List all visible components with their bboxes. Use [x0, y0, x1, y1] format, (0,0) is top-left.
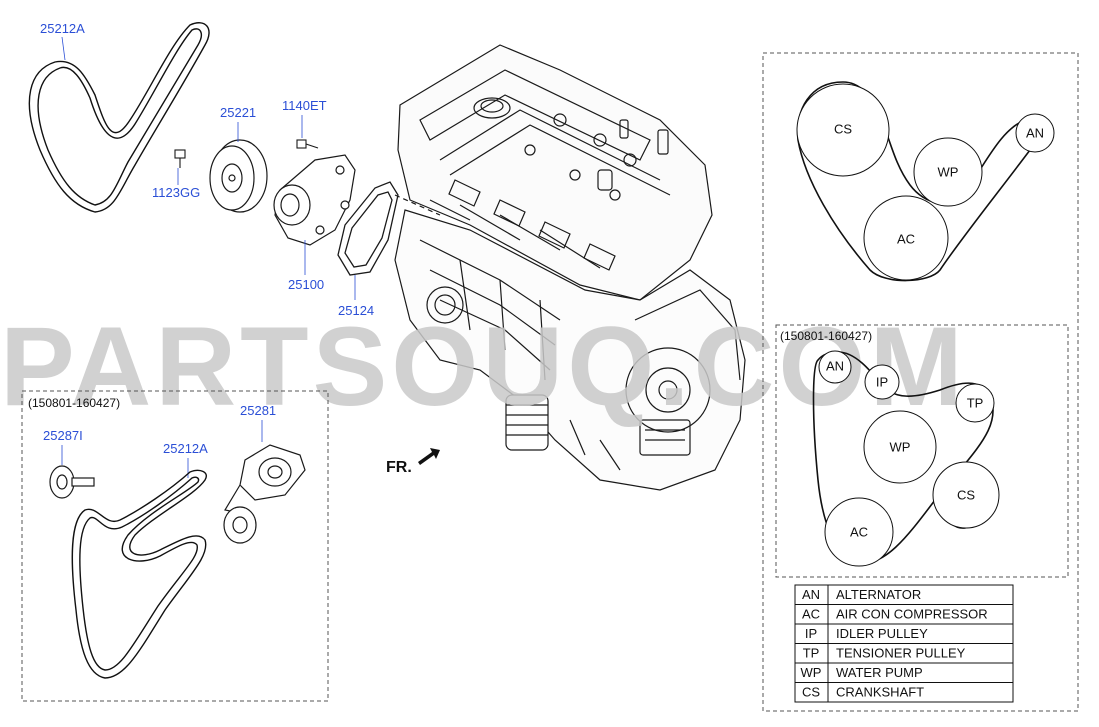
legend-name: AIR CON COMPRESSOR — [836, 607, 988, 622]
legend-abbr: CS — [802, 685, 820, 700]
bolt-1140et-illustration — [296, 139, 319, 149]
water-pump-illustration — [273, 154, 356, 246]
right-mid-date-range: (150801-160427) — [780, 329, 872, 343]
callout-tensioner: 25281 — [240, 403, 276, 418]
legend-abbr: IP — [805, 626, 817, 641]
belt-routing-diagram-mid: AN IP TP WP CS AC — [812, 350, 1000, 567]
leader-belt-top — [61, 36, 66, 61]
callout-belt-lower: 25212A — [163, 441, 208, 456]
right-mid-variant-box — [775, 324, 1069, 578]
callout-bolt-1140: 1140ET — [282, 98, 327, 113]
pulley-label-top-0: CS — [834, 121, 852, 136]
legend-name: ALTERNATOR — [836, 587, 921, 602]
pulley-label-mid-4: CS — [957, 487, 975, 502]
callout-water-pump: 25100 — [288, 277, 324, 292]
tensioner-illustration — [223, 444, 306, 544]
legend-name: IDLER PULLEY — [836, 626, 928, 641]
legend-abbr: AN — [802, 587, 820, 602]
legend-name: TENSIONER PULLEY — [836, 646, 966, 661]
callout-belt-top: 25212A — [40, 21, 85, 36]
engine-block-illustration — [394, 44, 746, 491]
lower-left-date-range: (150801-160427) — [28, 396, 120, 410]
legend-name: WATER PUMP — [836, 665, 923, 680]
pulley-label-top-2: AN — [1026, 125, 1044, 140]
idler-pulley-illustration — [49, 465, 95, 499]
pulley-25221-illustration — [209, 139, 268, 213]
pulley-label-mid-2: TP — [967, 395, 984, 410]
right-outer-box — [762, 52, 1079, 712]
belt-routing-diagram-top: CS WP AN AC — [796, 81, 1055, 282]
pulley-label-mid-0: AN — [826, 358, 844, 373]
serpentine-belt-lower — [71, 469, 207, 679]
callout-idler: 25287I — [43, 428, 83, 443]
front-arrow-icon — [418, 448, 440, 465]
gasket-illustration — [337, 181, 399, 276]
legend-abbr: WP — [801, 665, 822, 680]
callout-pulley: 25221 — [220, 105, 256, 120]
legend-name: CRANKSHAFT — [836, 685, 924, 700]
legend-table: AN ALTERNATOR AC AIR CON COMPRESSOR IP I… — [794, 584, 1014, 703]
legend-abbr: AC — [802, 607, 820, 622]
callout-gasket: 25124 — [338, 303, 374, 318]
pulley-label-mid-1: IP — [876, 374, 888, 389]
serpentine-belt-top — [28, 22, 210, 213]
bolt-1123gg-illustration — [174, 149, 186, 168]
pulley-label-mid-5: AC — [850, 524, 868, 539]
pulley-label-top-1: WP — [938, 164, 959, 179]
pulley-label-mid-3: WP — [890, 439, 911, 454]
legend-abbr: TP — [803, 646, 820, 661]
front-indicator: FR. — [386, 459, 412, 476]
watermark: PARTSOUQ.COM — [0, 304, 967, 429]
callout-bolt-1123: 1123GG — [152, 185, 200, 200]
pulley-label-top-3: AC — [897, 231, 915, 246]
